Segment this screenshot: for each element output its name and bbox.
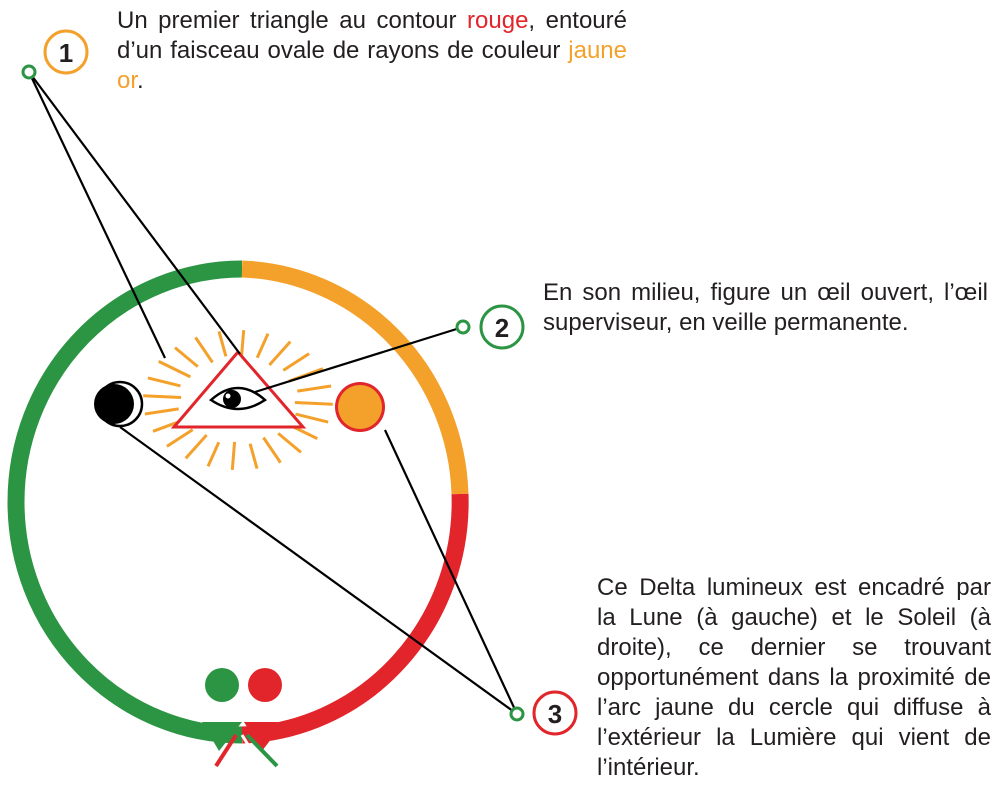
sun-ray: [239, 329, 246, 359]
figure-head-red: [248, 668, 282, 702]
figure-body-green: [202, 722, 242, 751]
sun-ray: [248, 443, 259, 470]
sun-ray: [143, 394, 182, 399]
sun-ray: [174, 346, 199, 368]
callout-2-number: 2: [495, 313, 509, 343]
sun-ray: [255, 332, 270, 359]
outer-circle: [7, 260, 469, 744]
callout-1-text-a: Un premier triangle au contour: [117, 7, 468, 34]
callout-3-text: Ce Delta lumineux est encadré par la Lun…: [597, 574, 991, 781]
sun-ray: [294, 401, 333, 406]
sun-ray: [144, 407, 179, 416]
sun-ray: [282, 352, 310, 372]
circle-arc-green: [7, 260, 243, 744]
sun-ray: [166, 428, 194, 448]
callout-1-number: 1: [59, 38, 73, 68]
sun-ray: [277, 432, 302, 454]
leader-lines: [28, 71, 518, 715]
sun-icon: [335, 382, 385, 432]
figure-stripe-red: [214, 733, 238, 768]
callout-1-text-c: .: [137, 67, 144, 94]
sun-ray: [206, 441, 221, 468]
callout-1-text-red: rouge: [467, 7, 529, 34]
callout-1-badge: 1: [43, 29, 89, 75]
callout-1-text: Un premier triangle au contour rouge, en…: [117, 6, 627, 96]
callout-1-text-gold: jaune or: [117, 37, 627, 94]
figure-stripe-green: [245, 733, 279, 768]
two-figures: [202, 668, 284, 768]
figure-body-red: [244, 722, 284, 751]
callout-2-badge: 2: [479, 304, 525, 350]
eye-icon: [208, 386, 268, 411]
figure-head-green: [205, 668, 239, 702]
callout-3-badge: 3: [532, 690, 578, 736]
sun-ray: [230, 441, 237, 471]
sun-ray: [147, 376, 181, 388]
sun-ray: [268, 340, 292, 366]
callout-1-text-b: , entouré d’un faisceau ovale de rayons …: [117, 7, 627, 64]
sun-ray: [194, 336, 214, 364]
callout-3-number: 3: [548, 699, 562, 729]
callout-3-anchor: [509, 706, 525, 722]
sun-ray: [295, 412, 329, 424]
sun-ray: [217, 330, 228, 357]
circle-arc-orange: [241, 260, 469, 495]
callout-2-text: En son milieu, figure un œil ouvert, l’œ…: [543, 279, 988, 336]
sun-ray: [158, 360, 192, 379]
callout-2-anchor: [455, 319, 471, 335]
sun-ray: [262, 436, 282, 464]
sun-ray: [297, 384, 332, 393]
figure-stripe-white: [240, 734, 257, 757]
sun-ray: [184, 434, 208, 460]
callout-1-anchor: [21, 64, 37, 80]
moon-icon: [94, 380, 144, 428]
circle-arc-red: [241, 493, 469, 744]
